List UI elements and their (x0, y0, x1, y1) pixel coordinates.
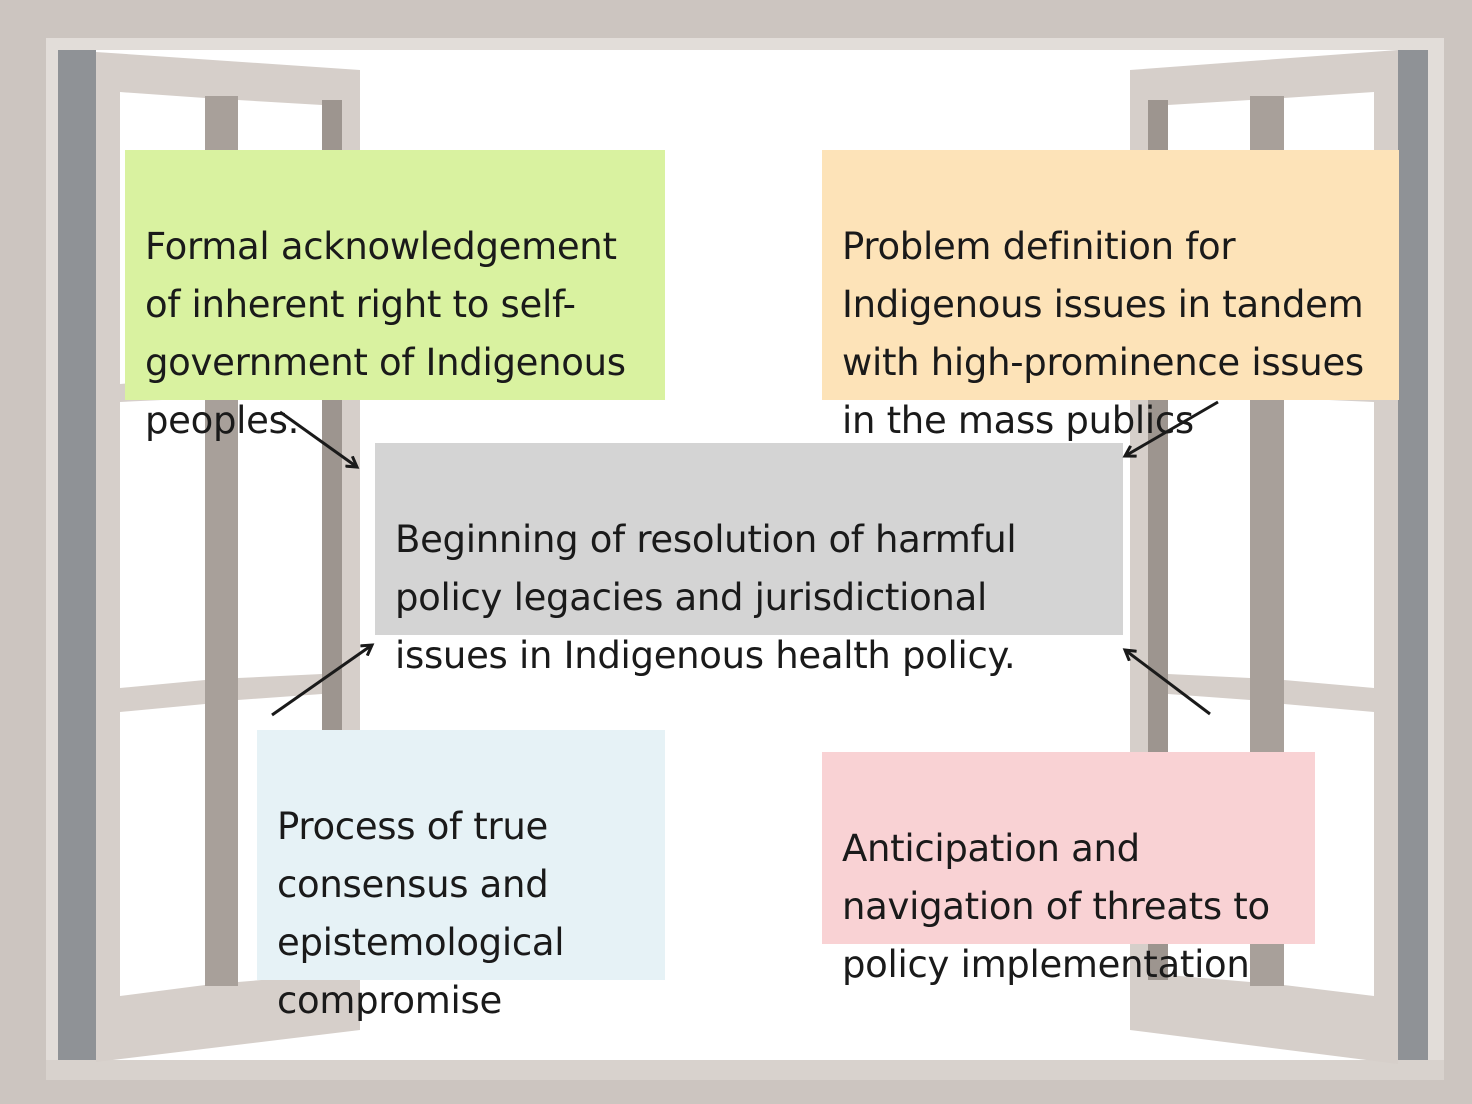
factor-box-self-government: Formal acknowledgement of inherent right… (125, 150, 665, 442)
factor-box-threats: Anticipation and navigation of threats t… (822, 752, 1315, 986)
factor-text-threats: Anticipation and navigation of threats t… (842, 827, 1270, 986)
outcome-text-resolution: Beginning of resolution of harmful polic… (395, 518, 1017, 677)
outcome-box-resolution: Beginning of resolution of harmful polic… (375, 443, 1123, 677)
factor-box-problem-definition: Problem definition for Indigenous issues… (822, 150, 1399, 442)
window-sill (46, 1060, 1444, 1080)
left-jamb (58, 50, 96, 1070)
factor-text-self-government: Formal acknowledgement of inherent right… (145, 225, 626, 442)
factor-text-problem-definition: Problem definition for Indigenous issues… (842, 225, 1364, 442)
right-jamb (1398, 50, 1428, 1070)
factor-text-consensus: Process of true consensus and epistemolo… (277, 805, 565, 1022)
factor-box-consensus: Process of true consensus and epistemolo… (257, 730, 665, 1022)
